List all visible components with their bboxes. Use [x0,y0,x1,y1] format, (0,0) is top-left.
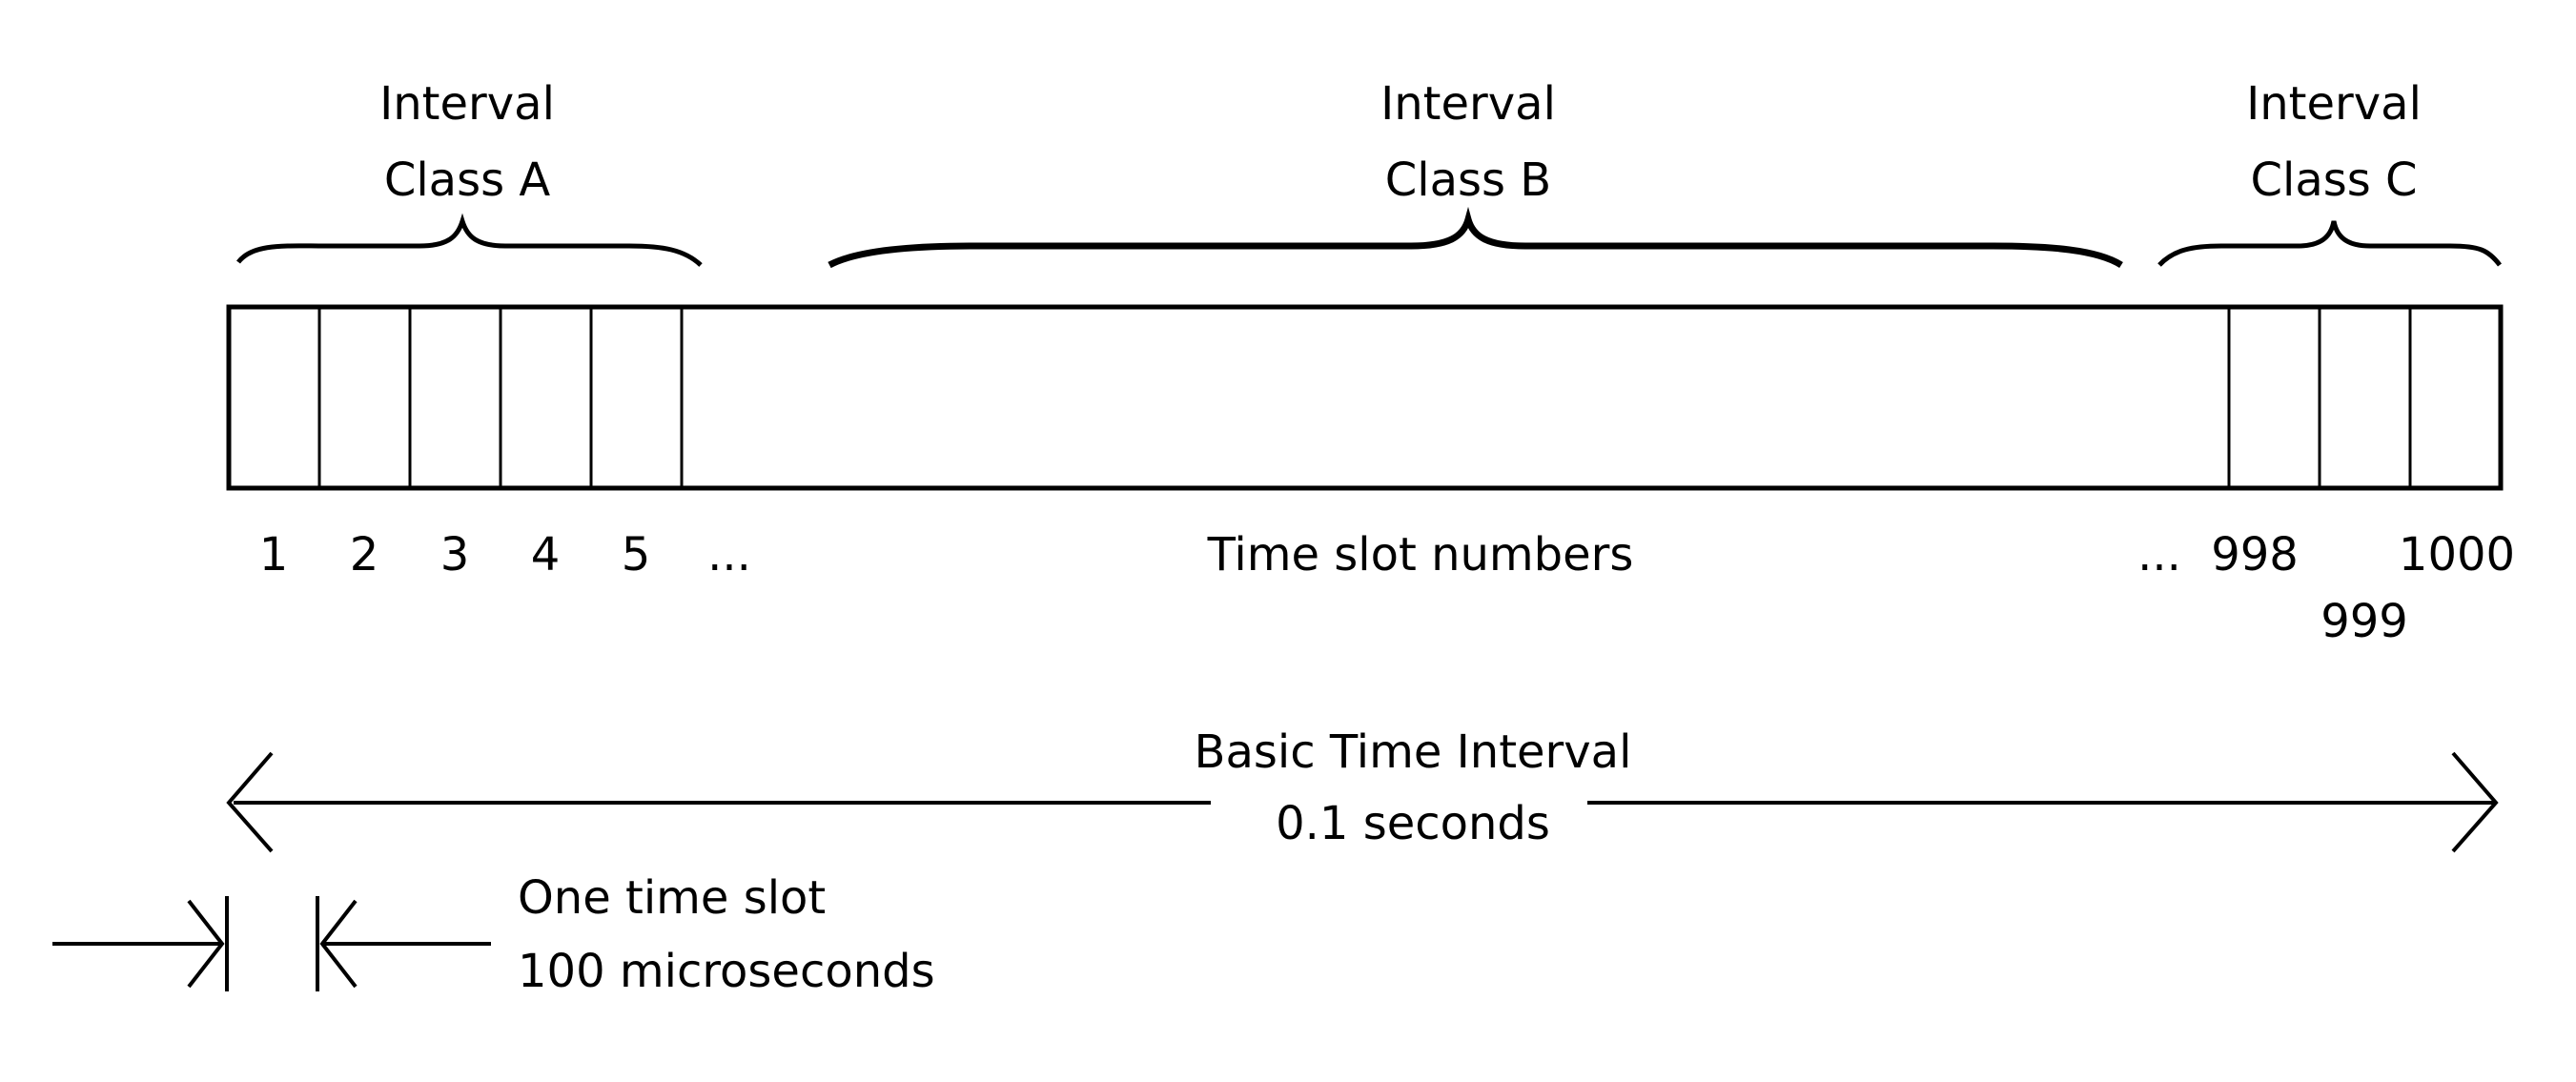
time-slot-numbers-label: Time slot numbers [1207,528,1634,582]
slot-number: 998 [2211,528,2299,582]
slot-number: 3 [440,528,470,582]
class-c-label-line2: Class C [2250,153,2417,207]
class-a-label-line1: Interval [379,77,555,131]
basic-interval-label-line2: 0.1 seconds [1276,797,1550,850]
time-slot-width-marker [52,896,491,991]
slot-number: 1 [259,528,289,582]
slot-number: 2 [350,528,379,582]
brace-class-a [238,221,701,265]
time-slot-bar [229,307,2501,488]
time-slot-label-line1: One time slot [518,871,826,925]
slot-number: 4 [531,528,561,582]
ellipsis-right: ... [2137,528,2181,582]
brace-class-c [2159,221,2500,265]
class-b-label-line2: Class B [1385,153,1551,207]
class-a-label-line2: Class A [384,153,551,207]
brace-class-b [829,219,2121,265]
basic-interval-label-line1: Basic Time Interval [1195,725,1632,779]
time-slot-label-line2: 100 microseconds [518,945,935,998]
ellipsis-left: ... [707,528,751,582]
class-b-label-line1: Interval [1380,77,1556,131]
class-c-label-line1: Interval [2246,77,2422,131]
slot-number: 999 [2320,595,2408,648]
slot-number: 5 [622,528,651,582]
slot-number: 1000 [2399,528,2515,582]
